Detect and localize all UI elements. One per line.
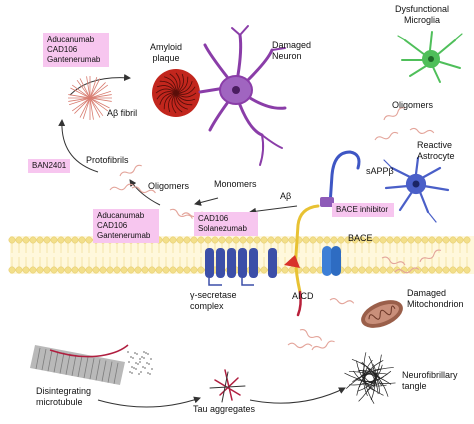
drug-box-ban2401: BAN2401 [28,159,70,173]
bace-icon [322,246,341,276]
astrocyte-icon [383,156,450,223]
ab-fibril-icon [68,76,112,120]
amyloid-plaque-icon [152,69,200,117]
neuron-icon [198,25,287,166]
ab-fibril-label: Aβ fibril [107,108,138,118]
monomers-label: Monomers [214,179,257,189]
sappb-label: sAPPβ [366,166,394,176]
aicd-label: AICD [292,291,314,301]
gamma-secretase-icon [205,248,277,286]
tau-aggregates-icon [209,369,246,403]
tangle-icon [344,352,396,404]
abeta-label: Aβ [280,191,292,201]
drug-box-bace-inhibitor: BACE inhibitor [332,203,394,217]
mitochondrion-icon [361,300,403,328]
protofibrils-label: Protofibrils [86,155,129,165]
oligomers-right-label: Oligomers [392,100,434,110]
bace-label: BACE [348,233,373,243]
sappb-icon [320,150,361,207]
cycle-arrows [58,74,346,408]
tau-aggregates-label: Tau aggregates [193,404,256,414]
app-protein-icon [284,204,320,317]
microtubule-icon [30,344,153,385]
microglia-icon [397,31,463,83]
oligomers-label: Oligomers [148,181,190,191]
